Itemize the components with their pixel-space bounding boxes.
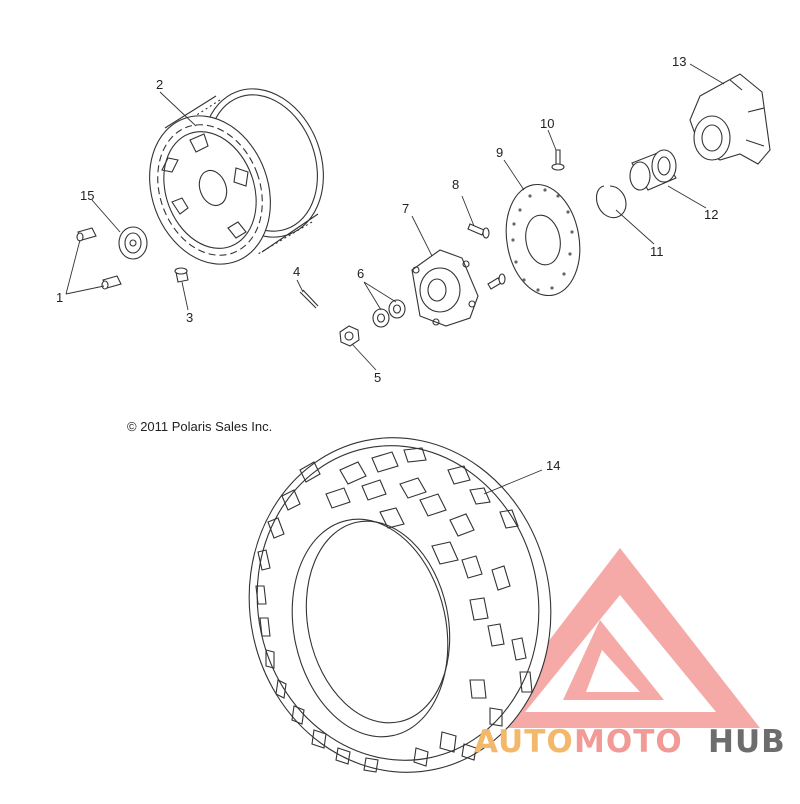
washers bbox=[372, 299, 406, 328]
watermark-text: AUTO MOTO HUB bbox=[474, 724, 786, 760]
brake-disc bbox=[505, 183, 581, 297]
callout-4: 4 bbox=[293, 264, 300, 279]
valve-stem bbox=[174, 267, 189, 283]
wheel-hub bbox=[411, 249, 479, 327]
callout-9: 9 bbox=[496, 145, 503, 160]
callout-2: 2 bbox=[156, 77, 163, 92]
bolts bbox=[467, 223, 506, 290]
tire bbox=[248, 437, 552, 773]
callout-11: 11 bbox=[650, 244, 664, 259]
cotter-pin bbox=[299, 289, 319, 309]
callout-1: 1 bbox=[56, 290, 63, 305]
plugs bbox=[76, 227, 122, 290]
callout-13: 13 bbox=[672, 54, 686, 69]
snap-ring bbox=[595, 185, 627, 219]
watermark-hub: HUB bbox=[708, 724, 786, 760]
nut bbox=[339, 325, 360, 347]
leader-lines bbox=[65, 63, 725, 495]
callout-15: 15 bbox=[80, 188, 94, 203]
callout-10: 10 bbox=[540, 116, 554, 131]
copyright-notice: © 2011 Polaris Sales Inc. bbox=[127, 419, 272, 434]
bearing bbox=[629, 149, 677, 191]
callout-labels: 1 2 3 4 5 6 7 8 9 10 11 12 13 14 15 bbox=[56, 54, 718, 473]
valve-cap bbox=[118, 226, 148, 260]
callout-12: 12 bbox=[704, 207, 718, 222]
callout-7: 7 bbox=[402, 201, 409, 216]
watermark-auto: AUTO bbox=[474, 724, 574, 760]
callout-8: 8 bbox=[452, 177, 459, 192]
callout-3: 3 bbox=[186, 310, 193, 325]
wheel-rim bbox=[149, 88, 324, 265]
steering-knuckle bbox=[689, 73, 771, 165]
callout-6: 6 bbox=[357, 266, 364, 281]
watermark-moto: MOTO bbox=[574, 724, 683, 760]
callout-14: 14 bbox=[546, 458, 560, 473]
callout-5: 5 bbox=[374, 370, 381, 385]
watermark-logo bbox=[482, 548, 760, 728]
disc-bolt bbox=[551, 149, 565, 171]
